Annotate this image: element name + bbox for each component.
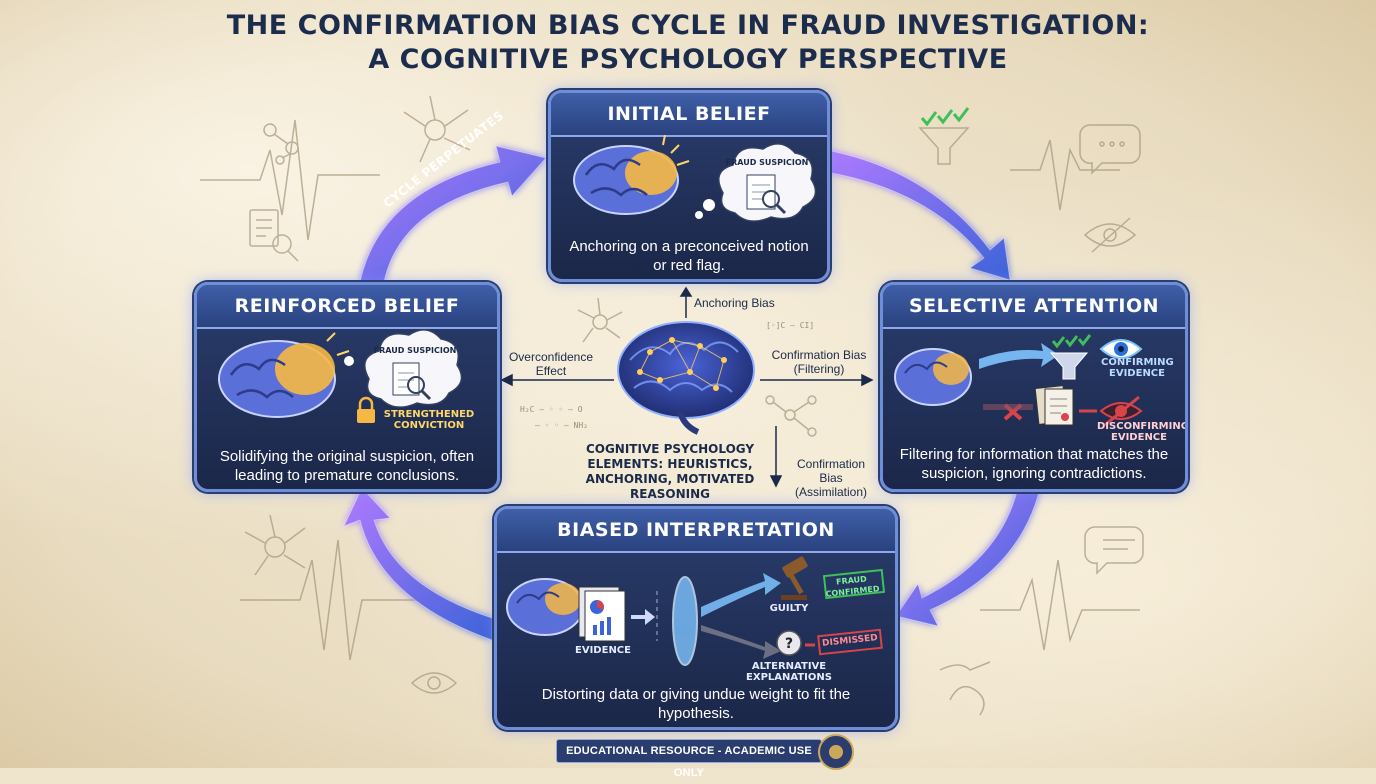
- selective-attention-illustration: [894, 334, 1143, 427]
- lock-icon: [357, 396, 375, 423]
- thought-cloud-icon: [695, 143, 817, 222]
- guilty-label: GUILTY: [769, 603, 809, 614]
- stage-title: INITIAL BELIEF: [551, 93, 827, 137]
- confirm-arrow: [979, 343, 1059, 369]
- bubble-label: FRAUD SUSPICION: [726, 158, 809, 167]
- page-title-line1: THE CONFIRMATION BIAS CYCLE IN FRAUD INV…: [226, 10, 1150, 41]
- documents-icon: [1034, 385, 1074, 426]
- funnel-icon: [1049, 352, 1089, 380]
- stage-initial-belief: INITIAL BELIEF FRAUD SUSPICION Anchoring…: [548, 90, 830, 282]
- evidence-document-icon: [578, 586, 626, 642]
- stage-title: BIASED INTERPRETATION: [497, 509, 895, 553]
- bubble-label: FRAUD SUSPICION: [374, 346, 457, 355]
- footer-badge: EDUCATIONAL RESOURCE - ACADEMIC USE ONLY: [556, 739, 822, 779]
- eye-icon: [1099, 339, 1143, 359]
- arrow-to-alternative: [701, 625, 781, 659]
- dismissed-stamp: [817, 628, 883, 656]
- biased-interpretation-illustration: ?: [506, 556, 886, 666]
- stage-reinforced-belief: REINFORCED BELIEF FRAUD SUSPICION STRENG…: [194, 282, 500, 492]
- gavel-icon: [781, 556, 808, 600]
- stage-title: SELECTIVE ATTENTION: [883, 285, 1185, 329]
- reinforced-belief-illustration: FRAUD SUSPICION: [218, 329, 463, 423]
- academic-seal-icon: [818, 734, 854, 770]
- stage-description: Anchoring on a preconceived notion or re…: [569, 238, 809, 274]
- checkmark-icon: [1051, 334, 1092, 349]
- brain-icon: [573, 135, 690, 215]
- evidence-label: EVIDENCE: [575, 645, 631, 656]
- confirmation-bias-filtering-label: Confirmation Bias (Filtering): [771, 348, 867, 376]
- page-title-line2: A COGNITIVE PSYCHOLOGY PERSPECTIVE: [368, 44, 1008, 75]
- anchoring-bias-label: Anchoring Bias: [694, 296, 775, 310]
- svg-text:?: ?: [785, 636, 793, 652]
- overconfidence-effect-label: Overconfidence Effect: [508, 350, 594, 378]
- confirmation-bias-assimilation-label: Confirmation Bias (Assimilation): [794, 457, 867, 499]
- stage-selective-attention: SELECTIVE ATTENTION CONFIR: [880, 282, 1188, 492]
- disconfirming-evidence-label: DISCONFIRMING EVIDENCE: [1097, 421, 1188, 443]
- brain-icon: [218, 332, 350, 418]
- stage-description: Distorting data or giving undue weight t…: [541, 686, 851, 722]
- alternative-explanations-label: ALTERNATIVE EXPLANATIONS: [746, 661, 832, 683]
- confirming-evidence-label: CONFIRMING EVIDENCE: [1101, 357, 1174, 379]
- strengthened-conviction-label: STRENGTHENED CONVICTION: [383, 409, 475, 431]
- stage-title: REINFORCED BELIEF: [197, 285, 497, 329]
- thought-cloud-icon: [364, 329, 463, 408]
- arrow-to-lens: [631, 609, 655, 625]
- fraud-confirmed-stamp: [822, 568, 886, 600]
- lens-icon: [672, 576, 698, 666]
- brain-icon: [506, 578, 584, 636]
- stage-description: Filtering for information that matches t…: [899, 446, 1169, 482]
- initial-belief-illustration: FRAUD SUSPICION: [573, 135, 817, 222]
- brain-icon: [894, 348, 972, 406]
- eye-crossed-icon: [1099, 395, 1143, 427]
- stage-description: Solidifying the original suspicion, ofte…: [219, 448, 475, 484]
- arrow-to-guilty: [701, 573, 781, 617]
- question-icon: ?: [776, 630, 802, 656]
- stage-biased-interpretation: BIASED INTERPRETATION ?: [494, 506, 898, 730]
- cognitive-elements-caption: COGNITIVE PSYCHOLOGY ELEMENTS: HEURISTIC…: [585, 442, 755, 501]
